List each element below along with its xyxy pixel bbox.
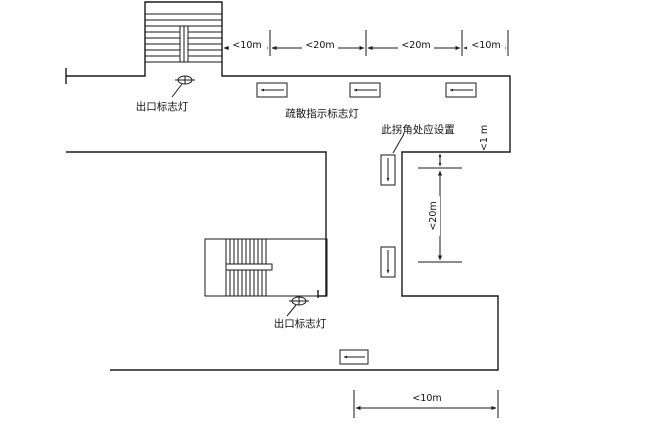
lower-staircase <box>204 238 328 297</box>
label-evacuation-sign: 疏散指示标志灯 <box>285 107 359 120</box>
dim-vertical-span: <20m <box>428 201 439 230</box>
dim-corner-gap: <1 m <box>479 125 490 151</box>
evac-sign-3 <box>445 82 477 98</box>
evac-sign-5 <box>380 154 396 186</box>
dim-top-seg-3: <20m <box>401 40 430 51</box>
label-exit-light-top: 出口标志灯 <box>136 100 189 113</box>
dim-top-seg-2: <20m <box>305 40 334 51</box>
corner-note-leader <box>392 133 405 154</box>
exit-light-icon-top <box>171 75 195 98</box>
corner-gap-dimension <box>418 153 462 169</box>
evac-sign-6 <box>380 246 396 278</box>
evac-sign-4 <box>339 349 369 365</box>
top-staircase <box>145 13 222 63</box>
label-exit-light-bottom: 出口标志灯 <box>274 317 327 330</box>
evac-sign-1 <box>256 82 288 98</box>
dim-top-seg-4: <10m <box>471 40 500 51</box>
evac-sign-2 <box>349 82 381 98</box>
label-corner-note: 此拐角处应设置 <box>381 123 455 136</box>
bottom-dimension <box>353 390 499 418</box>
dim-bottom-span: <10m <box>412 393 441 404</box>
exit-light-icon-bottom <box>286 296 309 317</box>
dim-top-seg-1: <10m <box>232 40 261 51</box>
inner-wall <box>66 151 327 297</box>
